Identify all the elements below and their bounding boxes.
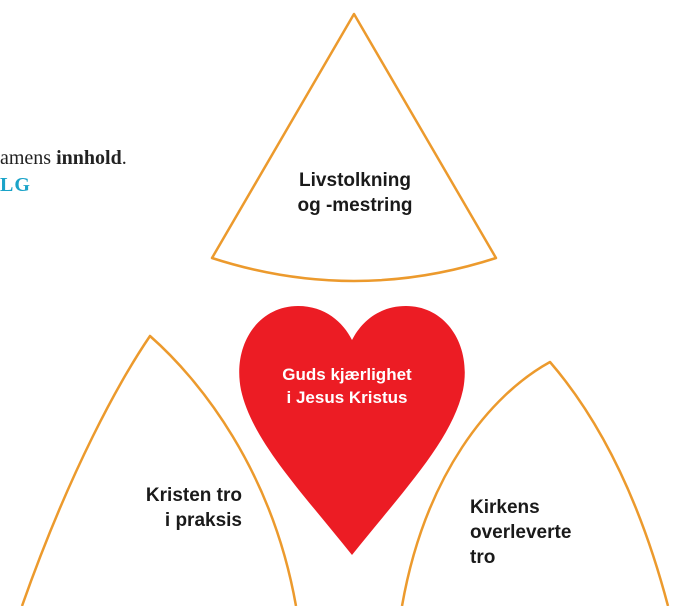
sector-top-label-line-2: og -mestring bbox=[297, 195, 413, 216]
intro-line-2: LG bbox=[0, 174, 31, 196]
heart-label: Guds kjærlighet i Jesus Kristus bbox=[252, 363, 442, 409]
intro-line-1-bold: innhold bbox=[56, 147, 122, 169]
arch-right-label: Kirkens overleverte tro bbox=[470, 495, 630, 570]
sector-top-label-line-1: Livstolkning bbox=[299, 170, 411, 191]
arch-left-shape bbox=[20, 334, 298, 606]
sector-top-label: Livstolkning og -mestring bbox=[270, 168, 440, 218]
intro-line-1-suffix: . bbox=[121, 147, 127, 169]
intro-line-1: amens innhold. bbox=[0, 146, 127, 170]
arch-right-shape bbox=[400, 360, 670, 606]
arch-left-label: Kristen tro i praksis bbox=[92, 483, 242, 533]
arch-right-label-line-2: overleverte bbox=[470, 522, 572, 543]
arch-right-label-line-3: tro bbox=[470, 547, 496, 568]
heart-label-line-1: Guds kjærlighet bbox=[282, 365, 412, 384]
arch-right-label-line-1: Kirkens bbox=[470, 497, 540, 518]
intro-line-1-prefix: amens bbox=[0, 147, 57, 169]
heart-shape bbox=[239, 306, 465, 555]
sector-top-shape bbox=[210, 12, 498, 283]
arch-left-label-line-2: i praksis bbox=[164, 510, 242, 531]
arch-left-label-line-1: Kristen tro bbox=[145, 485, 242, 506]
heart-label-line-2: i Jesus Kristus bbox=[286, 388, 408, 407]
